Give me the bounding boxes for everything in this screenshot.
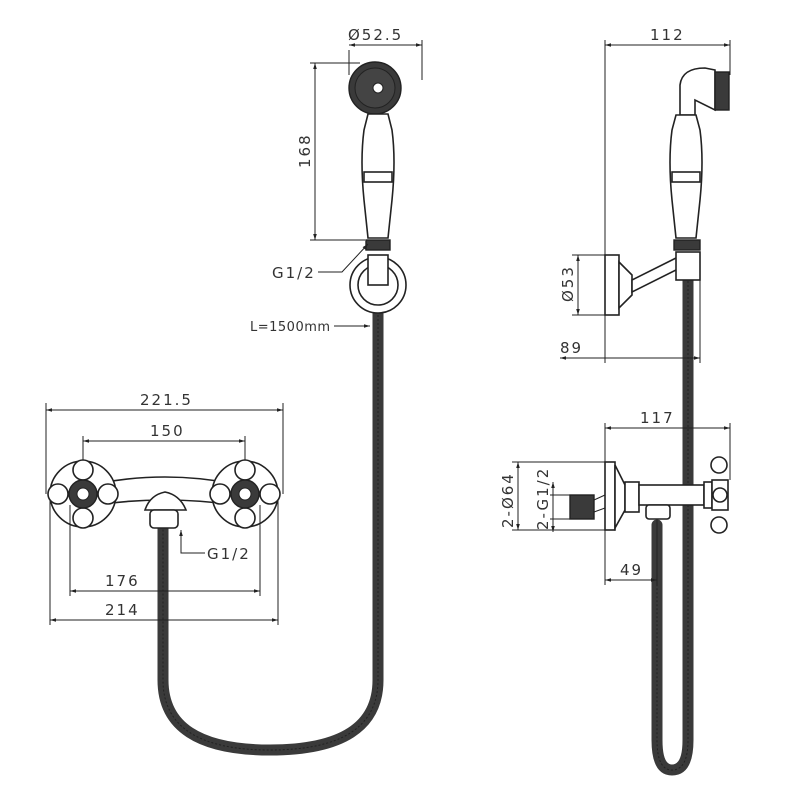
front-hose: [157, 289, 384, 756]
callout-hose-length: L=1500mm: [250, 320, 370, 335]
label-head-diameter: Ø52.5: [348, 26, 403, 44]
callout-handset-thread: G1/2: [272, 243, 369, 282]
label-inlet-thread: 2-G1/2: [534, 467, 552, 530]
dim-head-projection: 112: [604, 26, 731, 255]
front-handset: [348, 61, 407, 314]
label-bracket-diameter: Ø53: [559, 265, 577, 302]
callout-outlet-thread: G1/2: [179, 530, 251, 563]
label-handset-length: 168: [296, 133, 314, 168]
label-hose-length: L=1500mm: [250, 320, 331, 335]
label-mixer-projection: 117: [640, 409, 675, 427]
dim-outlet-offset: 49: [604, 520, 658, 585]
label-head-projection: 112: [650, 26, 685, 44]
label-bracket-projection: 89: [560, 339, 583, 357]
dim-inlet-thread: 2-G1/2: [534, 467, 572, 532]
dim-flange-diameter: 2-Ø64: [499, 461, 605, 531]
dim-handset-length: 168: [296, 62, 365, 241]
label-mixer-inner: 176: [105, 572, 140, 590]
label-mixer-overall: 221.5: [140, 391, 193, 409]
dim-bracket-projection: 89: [560, 280, 701, 363]
label-mixer-base: 214: [105, 601, 140, 619]
front-mixer: [47, 459, 281, 529]
label-flange-diameter: 2-Ø64: [499, 472, 517, 528]
side-handset: [604, 67, 730, 316]
dim-mixer-centers: 150: [82, 422, 246, 460]
dim-bracket-diameter: Ø53: [559, 254, 605, 316]
left-cross-handle: [47, 459, 119, 529]
dim-mixer-projection: 117: [604, 409, 731, 480]
dim-head-diameter: Ø52.5: [348, 26, 423, 80]
right-cross-handle: [209, 459, 281, 529]
dim-mixer-inner: 176: [69, 505, 261, 596]
label-mixer-centers: 150: [150, 422, 185, 440]
label-outlet-thread: G1/2: [207, 545, 251, 563]
dim-mixer-overall: 221.5: [45, 391, 284, 494]
dim-mixer-base: 214: [49, 500, 279, 625]
label-outlet-offset: 49: [620, 561, 643, 579]
side-hose: [651, 259, 694, 776]
label-handset-thread: G1/2: [272, 264, 316, 282]
side-mixer: [569, 456, 729, 534]
